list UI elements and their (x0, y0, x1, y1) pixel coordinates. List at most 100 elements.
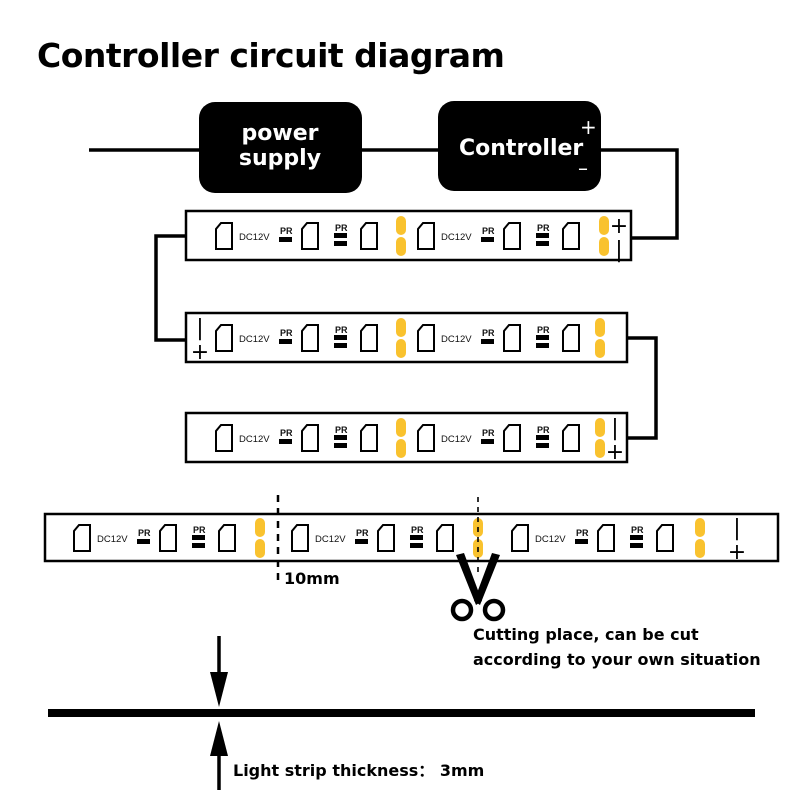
resistor-label: PR (537, 425, 550, 435)
resistor (536, 335, 549, 340)
resistor (334, 443, 347, 448)
resistor (334, 343, 347, 348)
power-supply-label-line1: power (242, 121, 319, 146)
solder-pad (695, 518, 705, 537)
controller-block: Controller + – (438, 101, 601, 191)
resistor (536, 343, 549, 348)
resistor (410, 535, 423, 540)
voltage-label: DC12V (239, 334, 270, 345)
minus-sign: | (611, 416, 618, 441)
led-chip (377, 524, 395, 552)
resistor (279, 237, 292, 242)
resistor-label: PR (631, 525, 644, 535)
voltage-label: DC12V (315, 534, 346, 545)
plus-sign: + (606, 440, 624, 465)
resistor-label: PR (537, 325, 550, 335)
controller-plus-sign: + (580, 115, 597, 139)
strip1-to-strip2-wire (154, 234, 187, 342)
led-chip (562, 324, 580, 352)
resistor-label: PR (482, 328, 495, 338)
solder-pad (595, 418, 605, 437)
resistor (536, 241, 549, 246)
resistor (575, 539, 588, 544)
led-chip (503, 424, 521, 452)
resistor (536, 233, 549, 238)
strip-outline (184, 411, 629, 464)
resistor (630, 543, 643, 548)
solder-pad (595, 339, 605, 358)
resistor-label: PR (280, 226, 293, 236)
led-chip (436, 524, 454, 552)
resistor-label: PR (356, 528, 369, 538)
arrow-down-icon (210, 636, 228, 707)
resistor (536, 435, 549, 440)
led-chip (215, 324, 233, 352)
power-supply-block: power supply (199, 102, 362, 193)
resistor-label: PR (482, 226, 495, 236)
led-chip (417, 222, 435, 250)
controller-label: Controller (459, 136, 583, 161)
resistor-label: PR (138, 528, 151, 538)
led-chip (360, 324, 378, 352)
voltage-label: DC12V (239, 232, 270, 243)
led-chip (360, 424, 378, 452)
led-chip (301, 222, 319, 250)
solder-pad (396, 216, 406, 235)
controller-minus-sign: – (578, 156, 588, 180)
resistor (481, 237, 494, 242)
resistor (137, 539, 150, 544)
resistor (410, 543, 423, 548)
strip-outline (184, 209, 633, 262)
scissors-icon (450, 553, 506, 622)
led-chip (562, 424, 580, 452)
solder-pad (396, 418, 406, 437)
wiring (89, 148, 679, 440)
voltage-label: DC12V (535, 534, 566, 545)
solder-pad (599, 237, 609, 256)
thickness-label: Light strip thickness： 3mm (233, 761, 484, 780)
plus-sign: + (728, 540, 746, 565)
resistor (279, 339, 292, 344)
led-chip (562, 222, 580, 250)
voltage-label: DC12V (441, 434, 472, 445)
power-supply-label-line2: supply (239, 146, 321, 171)
led-chip (503, 222, 521, 250)
resistor-label: PR (576, 528, 589, 538)
segment-spacing-label: 10mm (284, 569, 340, 588)
resistor-label: PR (482, 428, 495, 438)
resistor (536, 443, 549, 448)
resistor (334, 241, 347, 246)
solder-pad (255, 518, 265, 537)
resistor (334, 233, 347, 238)
solder-pad (396, 439, 406, 458)
resistor (334, 335, 347, 340)
voltage-label: DC12V (97, 534, 128, 545)
resistor-label: PR (280, 328, 293, 338)
resistor-label: PR (280, 428, 293, 438)
solder-pad (595, 318, 605, 337)
led-chip (73, 524, 91, 552)
resistor (630, 535, 643, 540)
strip-outline (184, 311, 629, 364)
arrow-up-icon (210, 721, 228, 790)
solder-pad (396, 339, 406, 358)
plus-sign: + (610, 214, 628, 239)
solder-pad (695, 539, 705, 558)
led-chip (159, 524, 177, 552)
diagram-title: Controller circuit diagram (37, 36, 504, 75)
resistor-label: PR (335, 425, 348, 435)
led-chip (511, 524, 529, 552)
solder-pad (255, 539, 265, 558)
resistor (334, 435, 347, 440)
resistor (481, 339, 494, 344)
plus-sign: + (191, 340, 209, 365)
led-chip (656, 524, 674, 552)
cutting-instruction-line2: according to your own situation (473, 650, 761, 669)
voltage-label: DC12V (441, 232, 472, 243)
solder-pad (599, 216, 609, 235)
